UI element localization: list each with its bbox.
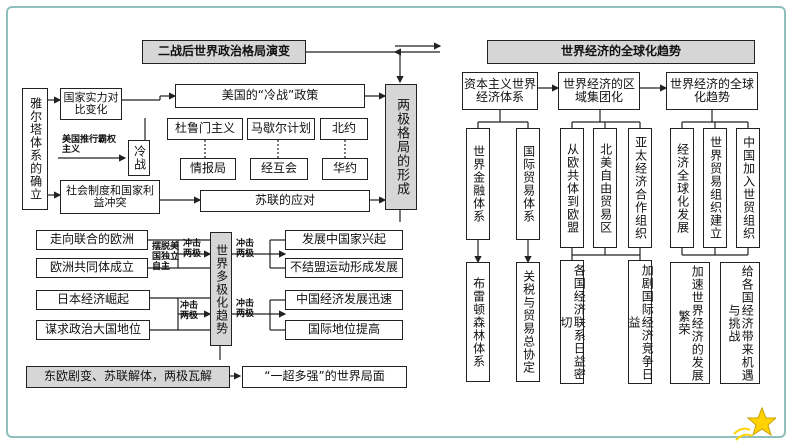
nato: 北约 [320,118,368,140]
china-joins-wto: 中国加入世贸组织 [736,128,760,248]
truman-doctrine: 杜鲁门主义 [167,118,243,140]
economic-competition: 加剧国际经济竞争日益 [627,260,654,384]
cominform: 情报局 [180,158,236,180]
bretton-woods-system: 布雷顿森林体系 [466,262,490,382]
europe-union: 走向联合的欧洲 [36,230,148,250]
gatt: 关税与贸易总协定 [516,262,540,382]
bipolar-collapse: 东欧剧变、苏联解体，两极瓦解 [26,366,230,388]
opportunities-and-challenges: 给各国经济带来机遇与挑战 [720,262,760,384]
marshall-plan: 马歇尔计划 [247,118,315,140]
economic-globalization-development: 经济全球化发展 [670,128,694,248]
soviet-response: 苏联的应对 [200,190,370,212]
right-title: 世界经济的全球化趋势 [487,40,755,64]
nafta: 北美自由贸易区 [593,128,617,248]
china-international-status: 国际地位提高 [285,320,403,340]
multipolar-trend: 世界多极化趋势 [210,232,232,346]
comecon: 经互会 [250,158,308,180]
warsaw-pact: 华约 [322,158,368,180]
regional-economic-groups: 世界经济的区域集团化 [558,72,640,110]
wto-established: 世界贸易组织建立 [703,128,727,248]
economic-globalization: 世界经济的全球化趋势 [666,72,758,110]
accelerate-world-economy: 加速世界经济的发展繁荣 [670,262,710,384]
capitalist-world-economic-system: 资本主义世界经济体系 [462,72,538,110]
ec-to-eu: 从欧共体到欧盟 [560,128,584,248]
international-trade-system: 国际贸易体系 [516,128,540,240]
us-hegemony-label: 美国推行霸权主义 [62,135,117,155]
bipolar-formation: 两极格局的形成 [385,84,417,210]
national-power-change: 国家实力对比变化 [60,88,122,120]
one-superpower-many-powers: “一超多强”的世界局面 [242,366,407,388]
developing-countries-rise: 发展中国家兴起 [285,230,403,250]
japan-political-power: 谋求政治大国地位 [36,320,150,340]
japan-economic-rise: 日本经济崛起 [36,290,150,310]
apec: 亚太经济合作组织 [628,128,652,248]
economic-ties-closer: 各国经济联系日益密切 [559,260,586,384]
china-economic-growth: 中国经济发展迅速 [285,290,403,310]
get-rid-of-us-label: 摆脱美国独立自主 [152,242,180,272]
star-icon [733,406,776,441]
yalta-system: 雅尔塔体系的确立 [22,88,48,210]
impact-label-2: 冲击两极 [180,301,199,321]
impact-label-1: 冲击两极 [183,239,202,259]
us-cold-war-policy: 美国的“冷战”政策 [175,84,365,108]
impact-label-4: 冲击两极 [236,299,255,319]
social-system-conflict: 社会制度和国家利益冲突 [60,180,160,214]
left-title: 二战后世界政治格局演变 [142,40,306,64]
cold-war: 冷战 [128,140,150,176]
world-finance-system: 世界金融体系 [466,128,490,240]
impact-label-3: 冲击两极 [236,239,255,259]
non-aligned-movement: 不结盟运动形成发展 [285,258,403,278]
ec-founded: 欧洲共同体成立 [36,258,148,278]
slide-frame [6,6,786,438]
